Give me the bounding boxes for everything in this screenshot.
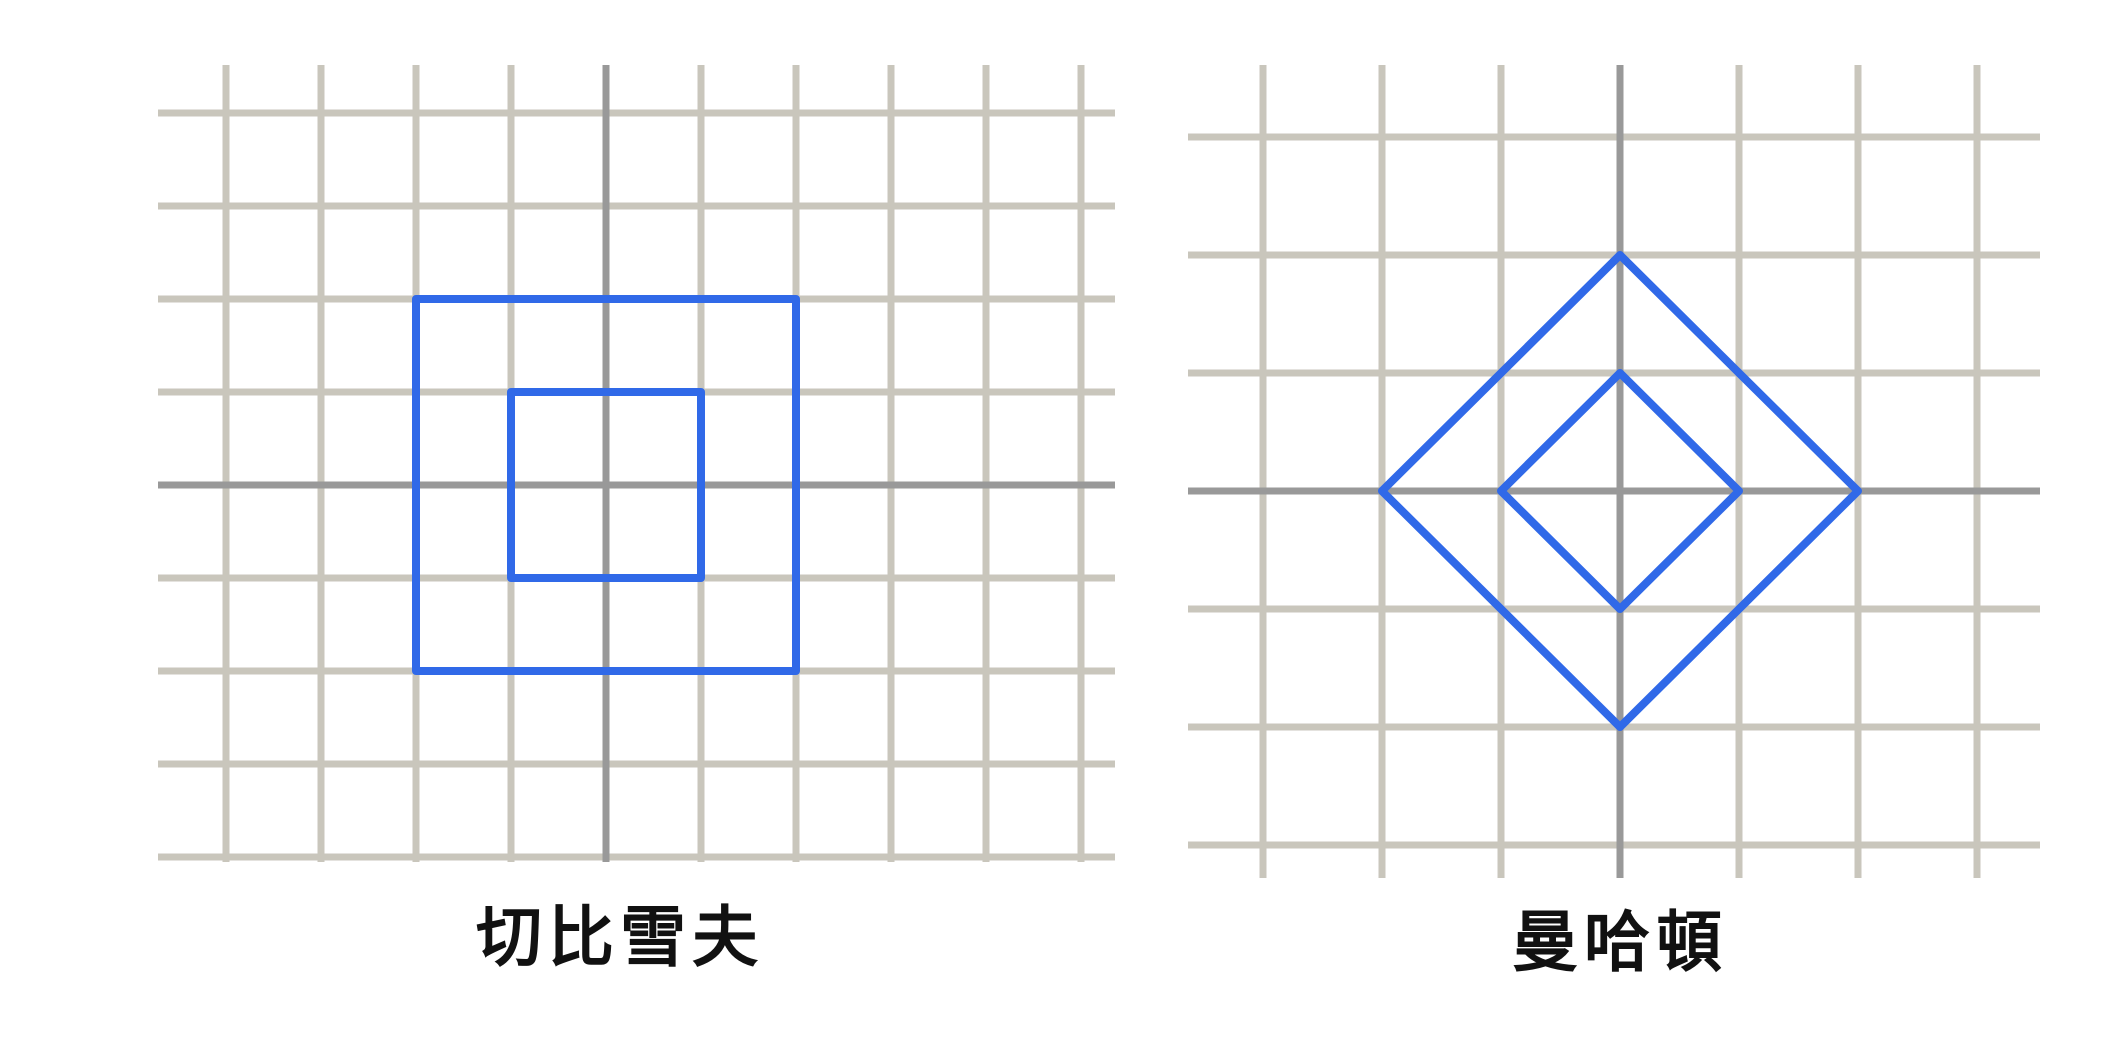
diamond-radius-2 <box>1378 251 1862 731</box>
square-radius-1 <box>507 388 705 582</box>
square-radius-2 <box>412 295 800 675</box>
diamond-radius-1 <box>1497 369 1743 613</box>
chebyshev-panel <box>158 65 1115 862</box>
manhattan-panel <box>1188 65 2040 878</box>
manhattan-label: 曼哈頓 <box>1512 904 1728 981</box>
chebyshev-label: 切比雪夫 <box>476 899 764 976</box>
